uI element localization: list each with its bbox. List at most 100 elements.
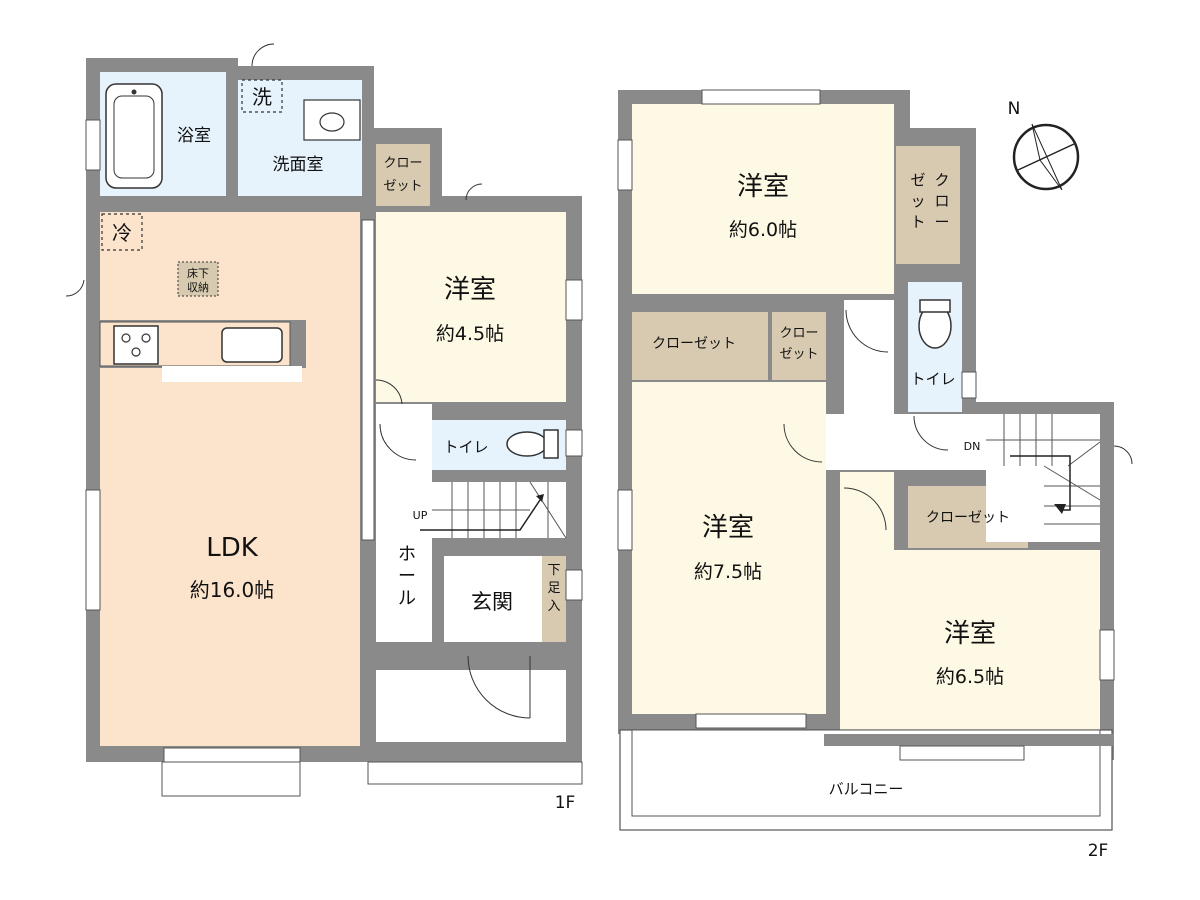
toilet-bowl-icon xyxy=(506,431,548,457)
stairs-up-label: UP xyxy=(413,509,428,522)
stair-arrow-icon xyxy=(420,499,541,531)
arrow-head-icon xyxy=(1054,504,1066,514)
underfloor-label-line2: 収納 xyxy=(187,281,209,294)
ldk-label: LDK xyxy=(206,533,259,563)
western-room-b xyxy=(632,382,826,714)
door-swing xyxy=(251,43,275,67)
burner-icon xyxy=(131,347,141,357)
first-floor-plan: 浴室 洗面室 洗 冷 床下 収納 LDK 約16.0帖 クロー ゼット 洋室 約… xyxy=(65,43,583,813)
door-swing xyxy=(65,279,85,297)
window xyxy=(565,279,583,321)
terrace-step xyxy=(161,761,301,797)
closet-wide-2f xyxy=(632,312,768,380)
hall-2f-lower xyxy=(826,414,986,470)
closet-label-line1: クロー xyxy=(383,156,422,171)
compass-north-label: N xyxy=(1008,99,1021,119)
second-floor-plan: 洋室 約6.0帖 ゼ ッ ト ク ロ ー クローゼット クロー ゼット トイレ … xyxy=(617,89,1133,861)
porch-1f xyxy=(376,670,566,742)
western-c-size: 約6.5帖 xyxy=(936,666,1004,688)
ldk-room xyxy=(100,212,360,746)
stair-steps-1f xyxy=(432,481,567,539)
door-swing xyxy=(843,487,887,531)
western-room-a xyxy=(632,104,894,294)
door-swing xyxy=(1113,445,1133,465)
shoe-label-line2: 足 xyxy=(547,581,560,596)
window xyxy=(617,489,633,551)
window xyxy=(1099,629,1115,681)
window xyxy=(163,747,301,763)
toilet-tank-icon xyxy=(543,429,559,459)
underfloor-storage xyxy=(177,261,219,297)
closet-small-line2: ゼット xyxy=(779,347,818,362)
western-label: 洋室 xyxy=(444,275,496,305)
western-b-label: 洋室 xyxy=(702,513,754,543)
door-swing xyxy=(375,379,403,405)
window xyxy=(85,119,101,171)
window xyxy=(701,89,821,105)
door-swing xyxy=(465,183,483,201)
ldk-notch xyxy=(300,680,360,700)
bath-drain-icon xyxy=(131,89,137,95)
stairs-down-label: DN xyxy=(964,440,981,453)
stairs-2f xyxy=(986,414,1100,542)
sliding-partition xyxy=(361,219,375,541)
shoe-storage xyxy=(542,556,566,642)
washroom-label: 洗面室 xyxy=(273,155,324,175)
hall-label-line2: ー xyxy=(398,566,416,587)
closet-v-col2-line2: ロ xyxy=(934,192,949,210)
entrance-label: 玄関 xyxy=(471,590,513,614)
porch-step xyxy=(367,761,583,785)
closet-wide-label: クローゼット xyxy=(652,336,736,352)
western-c-label: 洋室 xyxy=(944,619,996,649)
western-a-size: 約6.0帖 xyxy=(729,219,797,241)
floor-label-1f: 1F xyxy=(555,793,576,813)
closet-v-col1-line3: ト xyxy=(910,213,925,231)
door-swing xyxy=(845,309,889,353)
closet-label-line2: ゼット xyxy=(383,179,422,194)
closet-v-col1-line1: ゼ xyxy=(910,171,925,189)
window xyxy=(617,139,633,191)
shoe-label-line3: 入 xyxy=(547,599,560,614)
kitchen-aisle xyxy=(162,366,302,382)
closet-v-col2-line1: ク xyxy=(934,171,949,189)
bathtub-inner xyxy=(113,95,155,179)
window xyxy=(961,371,977,399)
closet-vertical-2f xyxy=(896,146,960,264)
laundry-marker xyxy=(241,79,283,113)
entrance-door-swing xyxy=(467,655,531,719)
arrow-head-icon xyxy=(536,494,544,502)
closet-small-line1: クロー xyxy=(779,326,818,341)
fridge-mark: 冷 xyxy=(112,221,132,245)
closet-c-label: クローゼット xyxy=(926,510,1010,526)
window xyxy=(565,569,583,601)
compass-icon: N xyxy=(1008,99,1080,191)
floor-label-2f: 2F xyxy=(1088,841,1109,861)
burner-icon xyxy=(121,333,131,343)
closet-v-col1-line2: ッ xyxy=(910,192,925,210)
hall-label-line1: ホ xyxy=(398,544,416,565)
basin-icon xyxy=(319,112,345,132)
door-swing xyxy=(379,423,417,461)
door-swing xyxy=(913,415,949,451)
western-room-c xyxy=(840,550,1100,746)
sink-icon xyxy=(221,327,283,363)
toilet-2f-label: トイレ xyxy=(910,370,955,388)
vanity-icon xyxy=(303,99,361,141)
stair-arrow-icon xyxy=(1010,455,1071,511)
door-swing xyxy=(783,423,823,463)
hall-label-line3: ル xyxy=(398,588,416,609)
closet-v-col2-line3: ー xyxy=(934,213,949,231)
balcony-wall xyxy=(824,734,1114,746)
western-b-size: 約7.5帖 xyxy=(694,561,762,583)
closet-small-2f xyxy=(772,312,826,380)
entrance-1f xyxy=(444,556,542,642)
toilet-tank-icon xyxy=(919,299,951,313)
burner-icon xyxy=(141,333,151,343)
window xyxy=(85,489,101,611)
window xyxy=(565,429,583,457)
window xyxy=(695,713,807,729)
western-size: 約4.5帖 xyxy=(436,323,504,345)
balcony-label: バルコニー xyxy=(829,780,904,798)
underfloor-label-line1: 床下 xyxy=(187,266,209,280)
